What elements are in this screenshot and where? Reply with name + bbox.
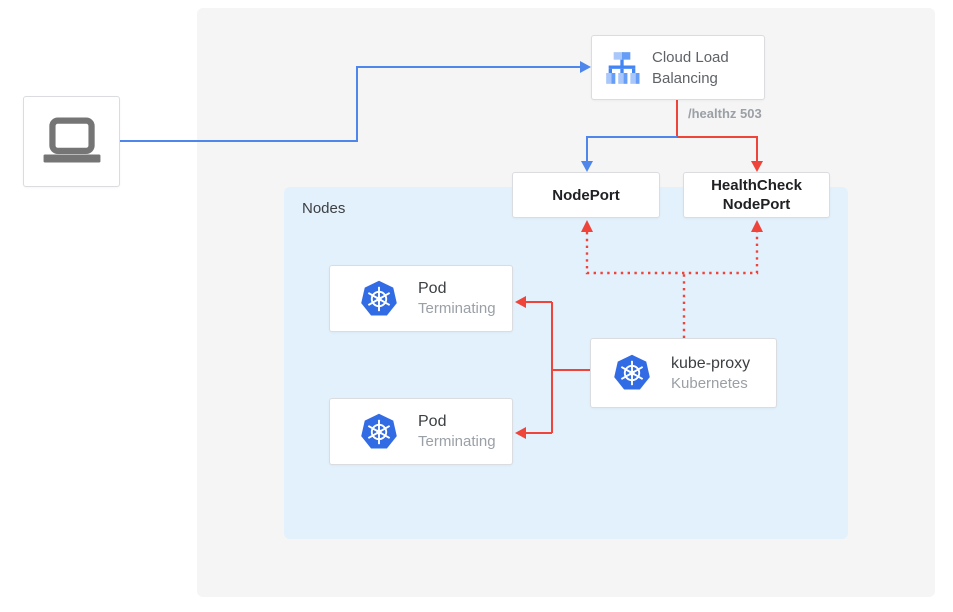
kubernetes-icon — [614, 354, 650, 390]
pod1-box: Pod Terminating — [329, 265, 513, 332]
kube-proxy-subtitle: Kubernetes — [671, 374, 748, 392]
kubernetes-icon — [361, 413, 397, 448]
nodeport-box: NodePort — [512, 172, 660, 218]
kube-proxy-title: kube-proxy — [671, 354, 751, 372]
pod1-title: Pod — [418, 280, 447, 297]
kube-proxy-box: kube-proxy Kubernetes — [590, 338, 777, 408]
nodeport-label: NodePort — [552, 186, 620, 204]
clb-label-line1: Cloud Load — [652, 48, 729, 66]
healthcheck-nodeport-box: HealthCheck NodePort — [683, 172, 830, 218]
healthcheck-label-line1: HealthCheck — [711, 177, 802, 194]
healthcheck-label-line2: NodePort — [722, 196, 791, 213]
client-box — [23, 96, 120, 187]
kubernetes-icon — [361, 280, 397, 315]
pod2-title: Pod — [418, 413, 447, 430]
cloud-load-balancing-icon — [606, 51, 640, 84]
cloud-load-balancing-box: Cloud Load Balancing — [591, 35, 765, 100]
clb-label-line2: Balancing — [652, 69, 718, 87]
pod1-status: Terminating — [418, 300, 496, 317]
healthz-503-label: /healthz 503 — [688, 106, 762, 121]
nodes-label: Nodes — [302, 200, 346, 217]
pod2-box: Pod Terminating — [329, 398, 513, 465]
laptop-icon — [43, 117, 100, 162]
pod2-status: Terminating — [418, 433, 496, 450]
